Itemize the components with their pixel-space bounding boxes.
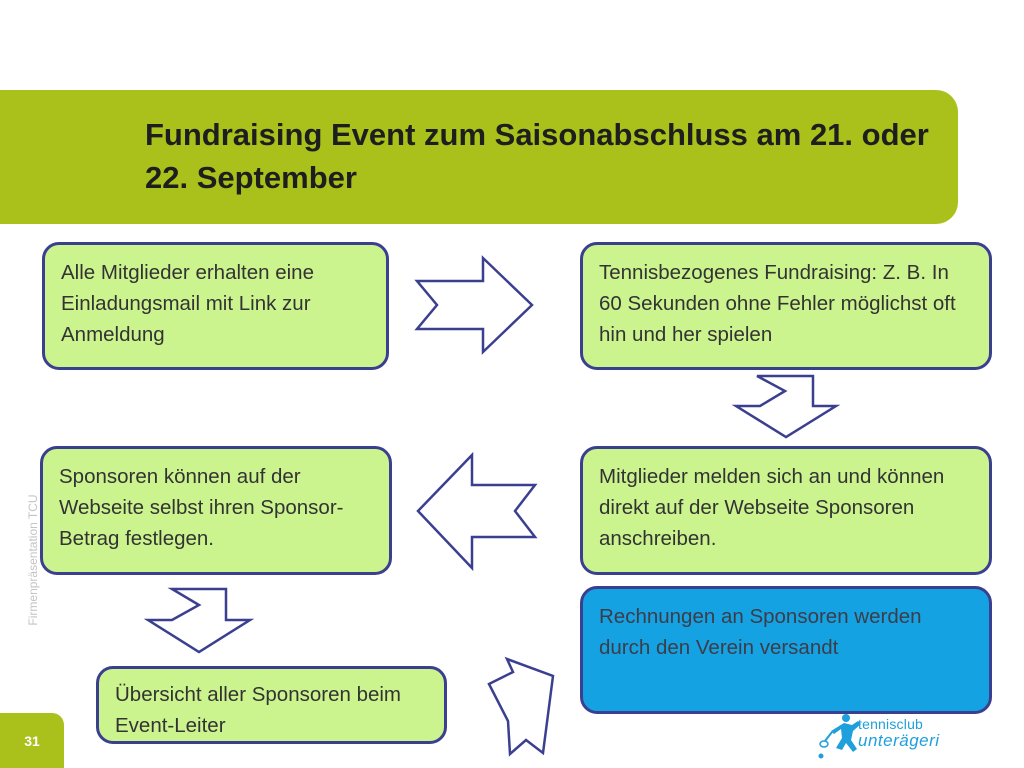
step-invoices-box: Rechnungen an Sponsoren werden durch den… <box>580 586 992 714</box>
arrow-down-icon <box>143 587 255 654</box>
title-banner <box>0 90 958 224</box>
logo-text-unterageri: unterägeri <box>858 731 940 750</box>
slide-title: Fundraising Event zum Saisonabschluss am… <box>145 117 929 195</box>
step-sponsor-amount-box: Sponsoren können auf der Webseite selbst… <box>40 446 392 575</box>
step-registration-box: Mitglieder melden sich an und können dir… <box>580 446 992 575</box>
logo-text-tennisclub: tennisclub <box>858 716 924 732</box>
step-invitation-box: Alle Mitglieder erhalten eine Einladungs… <box>42 242 389 370</box>
step-overview-box: Übersicht aller Sponsoren beim Event-Lei… <box>96 666 447 744</box>
step-fundraising-box: Tennisbezogenes Fundraising: Z. B. In 60… <box>580 242 992 370</box>
page-number: 31 <box>0 713 64 768</box>
arrow-right-icon <box>414 255 534 355</box>
arrow-diagonal-up-right-icon <box>487 656 555 757</box>
side-label: Firmenpräsentation TCU <box>26 494 40 626</box>
tennis-player-logo-icon <box>818 714 861 759</box>
arrow-down-icon <box>731 374 841 439</box>
arrow-left-icon <box>416 451 538 572</box>
